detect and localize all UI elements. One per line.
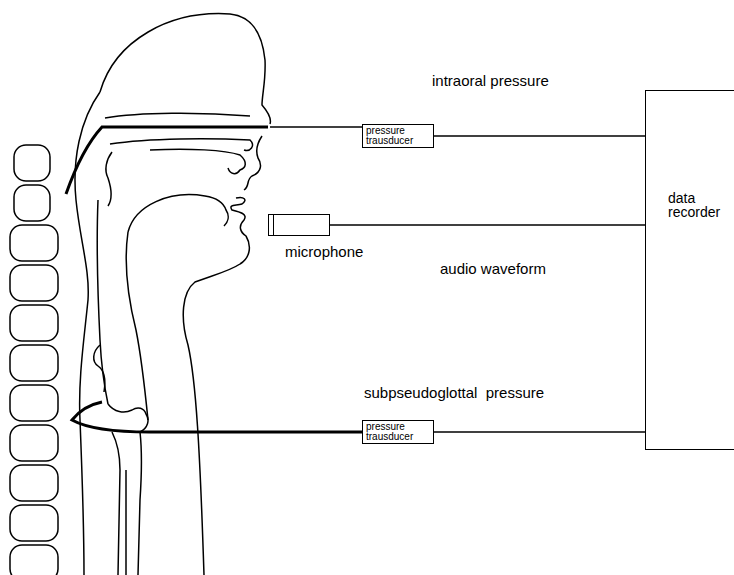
tube-link [270,126,362,128]
data-recorder: data recorder [645,90,734,450]
pressure-transducer: pressure trausducer [362,420,434,444]
vertebra [10,305,58,341]
pharynx-back [97,200,108,404]
vertebra [14,185,50,221]
vertebra [10,385,58,421]
node-text: pressure trausducer [363,125,433,147]
microphone: microphone [268,214,330,236]
tongue [126,195,228,420]
vertebra [10,465,58,501]
vertebra [10,265,58,301]
vertebra [10,545,58,575]
signal-wire [434,431,645,433]
vertebra [10,345,58,381]
epiglottis [94,345,105,392]
head-outline [100,14,271,124]
signal-wire [434,135,645,137]
node-text: microphone [285,243,363,260]
spine [10,145,58,575]
signal-wire [330,224,645,226]
signal-label: intraoral pressure [430,72,551,89]
node-text: pressure trausducer [363,421,433,443]
lips [231,197,249,264]
palate [106,152,112,206]
node-text: data recorder [668,191,734,219]
vertebra [10,505,58,541]
nasal-cavity [105,113,252,173]
signal-label: subpseudoglottal pressure [362,384,546,401]
subglottal-tube [72,402,362,432]
vertebra [10,425,58,461]
intraoral-tube [66,127,268,194]
pressure-transducer: pressure trausducer [362,124,434,148]
vertebra [14,145,50,181]
vertebra [10,225,58,261]
chin-neck [183,264,240,575]
signal-label: audio waveform [438,260,548,277]
